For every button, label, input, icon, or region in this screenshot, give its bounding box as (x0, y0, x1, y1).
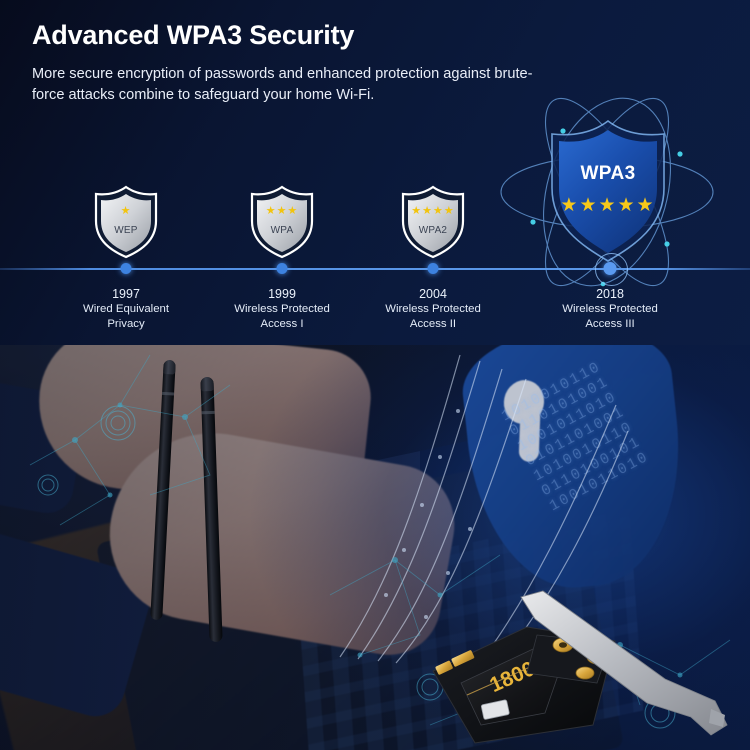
timeline-dot (120, 263, 132, 274)
page-title: Advanced WPA3 Security (32, 20, 355, 50)
shield-shape-icon (250, 185, 314, 259)
badge-wep: ★ WEP (92, 185, 160, 259)
timeline-year: 2018 (596, 287, 624, 301)
timeline-name-line2: Access III (585, 318, 635, 330)
timeline-name-line2: Privacy (107, 318, 145, 330)
badge-label: WPA2 (418, 225, 448, 236)
timeline-name-line1: Wired Equivalent (82, 303, 170, 315)
antenna-band (161, 391, 175, 396)
timeline-caption: 1999 Wireless Protected Access I (197, 286, 367, 332)
wifi-card-svg: 1800 Mbps (432, 590, 728, 744)
keyhole-stem (518, 409, 541, 462)
timeline-name-line1: Wireless Protected (562, 303, 658, 315)
shield-shape-icon (94, 185, 158, 259)
timeline-name-line2: Access I (260, 318, 304, 330)
timeline-node-ring (594, 253, 628, 286)
keyhole-icon (499, 376, 550, 464)
shield-shape-icon (401, 185, 465, 259)
badge-label: WPA3 (580, 163, 636, 184)
timeline-year: 2004 (419, 287, 447, 301)
antenna-cap (163, 359, 176, 375)
timeline-caption: 2018 Wireless Protected Access III (525, 286, 695, 332)
timeline-axis (0, 268, 750, 270)
badge-wpa: ★★★ WPA (248, 185, 316, 259)
timeline-name-line1: Wireless Protected (385, 303, 481, 315)
badge-stars: ★★★★★ (560, 195, 656, 216)
badge-stars: ★★★ (265, 205, 299, 217)
timeline-dot (427, 263, 439, 274)
badge-wpa3: WPA3 ★★★★★ (545, 118, 671, 264)
timeline-year: 1999 (268, 287, 296, 301)
timeline-caption: 1997 Wired Equivalent Privacy (41, 286, 211, 332)
timeline-name-line1: Wireless Protected (234, 303, 330, 315)
badge-wpa2: ★★★★ WPA2 (399, 185, 467, 259)
timeline-caption: 2004 Wireless Protected Access II (348, 286, 518, 332)
antenna-cap (200, 376, 214, 392)
badge-label: WPA (270, 225, 294, 236)
timeline-dot (276, 263, 288, 274)
shield-shape-icon (551, 119, 665, 262)
page-subtitle: More secure encryption of passwords and … (32, 66, 533, 103)
top-hero-section: Advanced WPA3 Security More secure encry… (0, 0, 750, 345)
badge-stars: ★ (120, 205, 132, 217)
wifi-card-product: 1800 Mbps (415, 575, 745, 750)
badge-label: WEP (114, 225, 138, 236)
badge-stars: ★★★★ (411, 205, 455, 217)
antenna-band (201, 410, 215, 415)
timeline-name-line2: Access II (409, 318, 457, 330)
timeline-year: 1997 (112, 287, 140, 301)
